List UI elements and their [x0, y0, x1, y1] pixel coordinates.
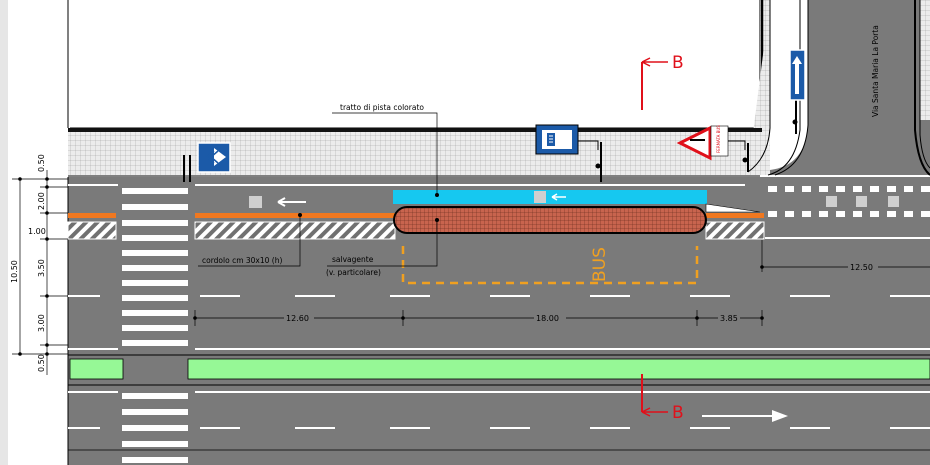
pedestrian-crossing-sign-icon — [197, 142, 231, 173]
svg-text:18.00: 18.00 — [536, 314, 559, 323]
label-colored-lane: tratto di pista colorato — [340, 103, 424, 112]
lane-dashes — [68, 295, 930, 429]
cross-street — [770, 0, 930, 175]
pedestrian-crossing — [122, 188, 188, 463]
section-mark-bottom: B — [641, 374, 684, 423]
label-curb: cordolo cm 30x10 (h) — [202, 256, 282, 265]
svg-text:0.50: 0.50 — [37, 154, 46, 172]
label-refuge: salvagente — [332, 255, 374, 264]
svg-text:12.50: 12.50 — [850, 263, 873, 272]
direction-arrow-icon — [702, 410, 788, 422]
yield-sign-icon: FERMATA BUS — [676, 125, 729, 161]
section-mark-top: B — [641, 53, 684, 110]
svg-text:10.50: 10.50 — [10, 260, 19, 283]
street-name: Via Santa Maria La Porta — [871, 25, 880, 117]
svg-text:2.00: 2.00 — [37, 192, 46, 210]
lower-carriageway — [68, 385, 930, 465]
bus-marking-label: BUS — [590, 247, 610, 282]
svg-text:0.50: 0.50 — [37, 354, 46, 372]
svg-text:12.60: 12.60 — [286, 314, 309, 323]
direction-arrow-icon — [277, 197, 306, 207]
upper-sidewalk — [68, 130, 768, 175]
svg-text:3.85: 3.85 — [720, 314, 738, 323]
svg-text:1.00: 1.00 — [28, 227, 46, 236]
horizontal-dimensions: 12.60 18.00 3.85 12.50 — [193, 240, 930, 326]
refuge-island — [393, 206, 707, 234]
one-way-sign-icon — [789, 49, 806, 101]
bus-stop-panel-label: FERMATA BUS — [716, 125, 721, 153]
bus-stop-box — [401, 246, 699, 285]
svg-text:B: B — [672, 403, 684, 423]
cycle-crossing-markings — [768, 186, 930, 217]
colored-bike-lane — [393, 190, 707, 204]
label-refuge-note: (v. particolare) — [326, 268, 381, 277]
median-green-right — [187, 358, 930, 380]
svg-text:3.50: 3.50 — [37, 259, 46, 277]
bus-stop-sign-icon — [535, 124, 579, 155]
bicycle-symbol-icon — [249, 196, 262, 208]
median-green-left — [69, 358, 124, 380]
svg-text:3.00: 3.00 — [37, 314, 46, 332]
svg-text:B: B — [672, 53, 684, 73]
bicycle-symbol-icon — [534, 191, 546, 203]
